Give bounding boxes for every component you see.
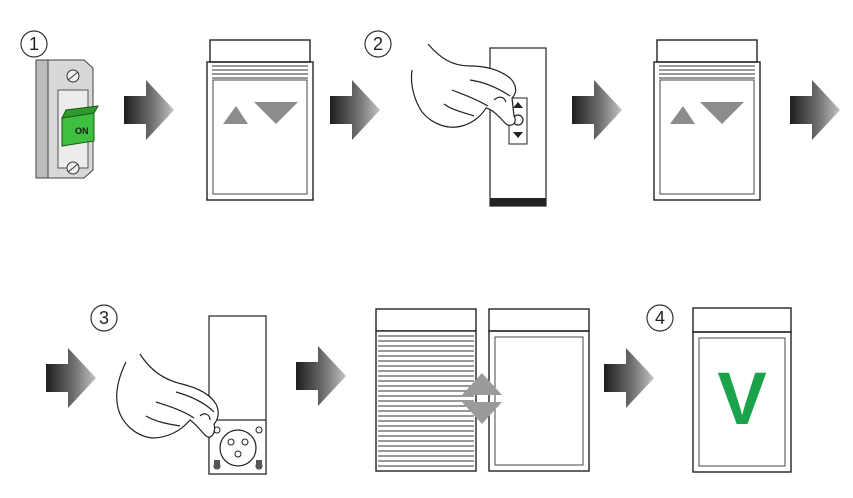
step-2-number: 2 (373, 34, 383, 54)
flow-arrow-icon (296, 346, 346, 406)
breaker-switch: ON (61, 105, 99, 147)
shutter-up-down-confirm (653, 39, 761, 201)
flow-arrow-icon (46, 348, 96, 408)
up-arrow-icon (513, 102, 523, 108)
down-arrow-icon (513, 132, 523, 138)
remote-back (208, 315, 267, 475)
step-4-number: 4 (655, 308, 665, 328)
pointing-hand-icon (116, 353, 219, 439)
step-2-badge: 2 (364, 30, 392, 58)
pointing-hand-icon (410, 43, 517, 128)
shutter-confirmed: V (692, 307, 792, 473)
screw-icon (256, 460, 262, 468)
flow-arrow-icon (124, 80, 174, 140)
step-4-badge: 4 (646, 304, 674, 332)
step-3-badge: 3 (90, 304, 118, 332)
breaker-on-label: ON (75, 126, 89, 136)
up-down-arrows-icon (462, 373, 502, 424)
down-triangle-icon (254, 102, 298, 124)
up-triangle-icon (670, 106, 695, 124)
shutter-closed (375, 308, 477, 472)
step-3-number: 3 (99, 308, 109, 328)
down-triangle-icon (700, 102, 744, 124)
flow-arrow-icon (790, 80, 840, 140)
flow-arrow-icon (572, 80, 622, 140)
step-1-number: 1 (29, 34, 39, 54)
screw-icon (214, 460, 220, 468)
confirm-check-mark: V (717, 357, 766, 440)
circuit-breaker: ON (35, 59, 99, 179)
flow-arrow-icon (330, 80, 380, 140)
flow-arrow-icon (604, 348, 654, 408)
up-triangle-icon (223, 106, 248, 124)
step-1-badge: 1 (20, 30, 48, 58)
shutter-up-down (206, 39, 314, 201)
shutter-open (488, 308, 590, 472)
